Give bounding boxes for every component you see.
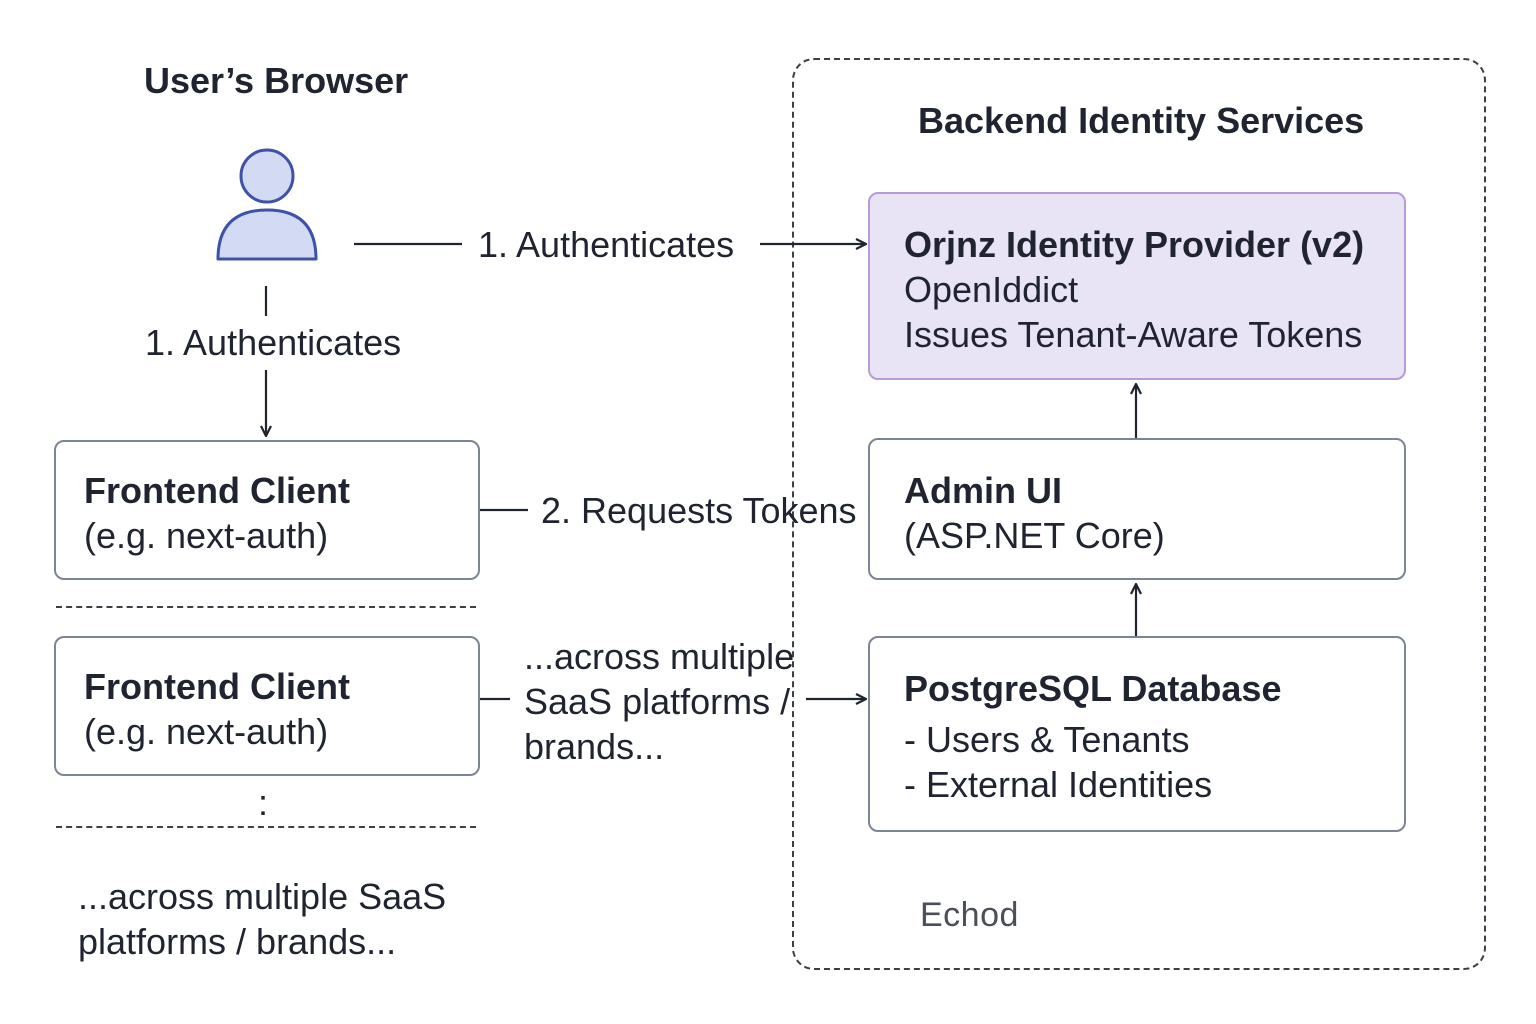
browser-heading: User’s Browser xyxy=(144,60,409,101)
label-authenticates-down: 1. Authenticates xyxy=(145,322,402,363)
admin-line: (ASP.NET Core) xyxy=(904,515,1165,556)
label-authenticates-right: 1. Authenticates xyxy=(478,224,735,265)
client-title: Frontend Client xyxy=(84,470,350,511)
db-line: - External Identities xyxy=(904,764,1213,805)
user-icon xyxy=(216,148,318,261)
client-title: Frontend Client xyxy=(84,666,350,707)
idp-line: Issues Tenant-Aware Tokens xyxy=(904,314,1363,355)
label-across-middle-line: brands... xyxy=(524,726,665,767)
idp-title: Orjnz Identity Provider (v2) xyxy=(904,224,1365,265)
identity-provider-node: Orjnz Identity Provider (v2) OpenIddict … xyxy=(868,192,1406,380)
label-requests-tokens: 2. Requests Tokens xyxy=(541,490,857,531)
admin-title: Admin UI xyxy=(904,470,1062,511)
client-line: (e.g. next-auth) xyxy=(84,515,329,556)
backend-services-region xyxy=(792,58,1486,970)
client-line: (e.g. next-auth) xyxy=(84,711,329,752)
echod-logo: Echod xyxy=(920,896,1019,934)
frontend-client-node: Frontend Client (e.g. next-auth) xyxy=(54,440,480,580)
footer-note-line: platforms / brands... xyxy=(78,921,397,962)
label-across-middle-line: SaaS platforms / xyxy=(524,681,791,722)
client-separator xyxy=(56,606,476,608)
postgresql-database-node: PostgreSQL Database - Users & Tenants - … xyxy=(868,636,1406,832)
client-separator xyxy=(56,826,476,828)
frontend-client-node: Frontend Client (e.g. next-auth) xyxy=(54,636,480,776)
label-across-middle: ...across multiple SaaS platforms / bran… xyxy=(524,634,794,769)
label-across-middle-line: ...across multiple xyxy=(524,636,795,677)
db-line: - Users & Tenants xyxy=(904,719,1190,760)
footer-note-line: ...across multiple SaaS xyxy=(78,876,447,917)
backend-heading: Backend Identity Services xyxy=(918,100,1365,141)
admin-ui-node: Admin UI (ASP.NET Core) xyxy=(868,438,1406,580)
db-title: PostgreSQL Database xyxy=(904,668,1282,709)
idp-line: OpenIddict xyxy=(904,269,1079,310)
more-clients-ellipsis: : xyxy=(258,782,269,823)
footer-note: ...across multiple SaaS platforms / bran… xyxy=(78,874,446,964)
